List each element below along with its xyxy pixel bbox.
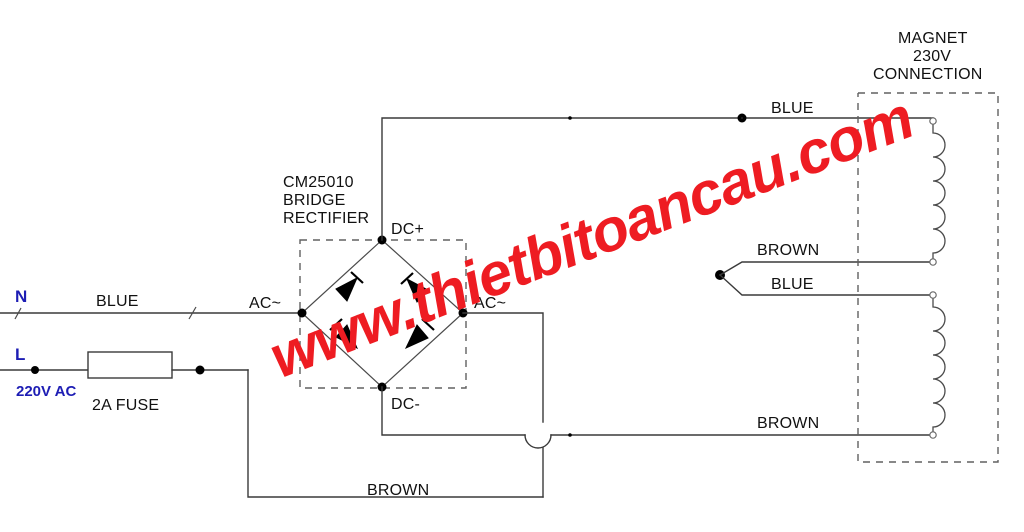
- diode-lower-right: [404, 318, 435, 350]
- coil-1-terminal-bottom: [929, 258, 937, 266]
- magnet-title-line2: 230V: [913, 48, 951, 65]
- neutral-wire-label: BLUE: [96, 293, 139, 310]
- diode-lower-left-bar: [329, 318, 343, 331]
- blue-branch-label: BLUE: [771, 276, 814, 293]
- coil-1-winding: [932, 121, 946, 262]
- ac-left-node: [297, 308, 307, 318]
- rectifier-part-line1: CM25010: [283, 174, 354, 191]
- live-wire-group: [0, 351, 544, 498]
- coil-2-winding: [932, 295, 946, 435]
- coil-2-terminal-bottom: [929, 431, 937, 439]
- live-terminal-node: [31, 366, 39, 374]
- dc-minus-label: DC-: [391, 396, 420, 413]
- rectifier-part-line3: RECTIFIER: [283, 210, 369, 227]
- bottom-wire-marker: [568, 433, 572, 437]
- coil-branch-group: [715, 117, 934, 296]
- magnet-dashed-box: [857, 92, 999, 463]
- supply-voltage-label: 220V AC: [16, 383, 76, 400]
- coil-2-terminal-top: [929, 291, 937, 299]
- diode-lower-left: [329, 318, 359, 350]
- ac-right-route-group: [462, 312, 544, 498]
- diode-upper-right: [400, 272, 429, 303]
- neutral-break-tick-2: [188, 306, 197, 320]
- magnet-enclosure-group: [857, 92, 999, 463]
- watermark-label: www.thietbitoancau.com: [261, 84, 922, 391]
- live-to-ac-right-wire: [247, 369, 544, 498]
- blue-branch-wire: [719, 274, 934, 296]
- diode-upper-right-triangle: [405, 277, 429, 303]
- ac-left-label: AC~: [249, 295, 281, 312]
- live-terminal-label: L: [15, 345, 25, 364]
- watermark-group: www.thietbitoancau.com: [261, 84, 922, 391]
- neutral-terminal-label: N: [15, 287, 27, 306]
- dc-minus-wire-left: [381, 386, 526, 436]
- lower-brown-label: BROWN: [757, 415, 819, 432]
- neutral-wire-group: [0, 306, 303, 320]
- diode-upper-right-bar: [400, 272, 414, 285]
- diode-lower-right-bar: [421, 318, 435, 331]
- diode-lower-left-triangle: [335, 324, 359, 350]
- wire-hop-arc: [524, 434, 552, 449]
- neutral-break-tick: [14, 307, 22, 320]
- brown-branch-wire: [719, 261, 934, 276]
- top-wire-marker: [568, 116, 572, 120]
- dc-minus-route-group: [381, 386, 934, 449]
- magnet-title-line3: CONNECTION: [873, 66, 983, 83]
- fuse-out-node: [195, 365, 205, 375]
- ac-right-wire-down-a: [462, 312, 544, 423]
- magnet-title-line1: MAGNET: [898, 30, 968, 47]
- magnet-coil-1: [929, 117, 946, 266]
- diode-upper-left-bar: [350, 271, 364, 284]
- ac-right-label: AC~: [474, 295, 506, 312]
- dc-plus-label: DC+: [391, 221, 424, 238]
- diode-upper-left: [335, 271, 364, 302]
- top-wire-label: BLUE: [771, 100, 814, 117]
- coil-1-terminal-top: [929, 117, 937, 125]
- bottom-brown-label: BROWN: [367, 482, 429, 499]
- diode-lower-right-triangle: [404, 324, 429, 350]
- brown-branch-label: BROWN: [757, 242, 819, 259]
- fuse-body: [87, 351, 173, 379]
- dc-plus-top-wire: [381, 117, 934, 241]
- diode-upper-left-triangle: [335, 276, 359, 302]
- fuse-label: 2A FUSE: [92, 397, 159, 414]
- rectifier-part-line2: BRIDGE: [283, 192, 346, 209]
- magnet-coil-2: [929, 291, 946, 439]
